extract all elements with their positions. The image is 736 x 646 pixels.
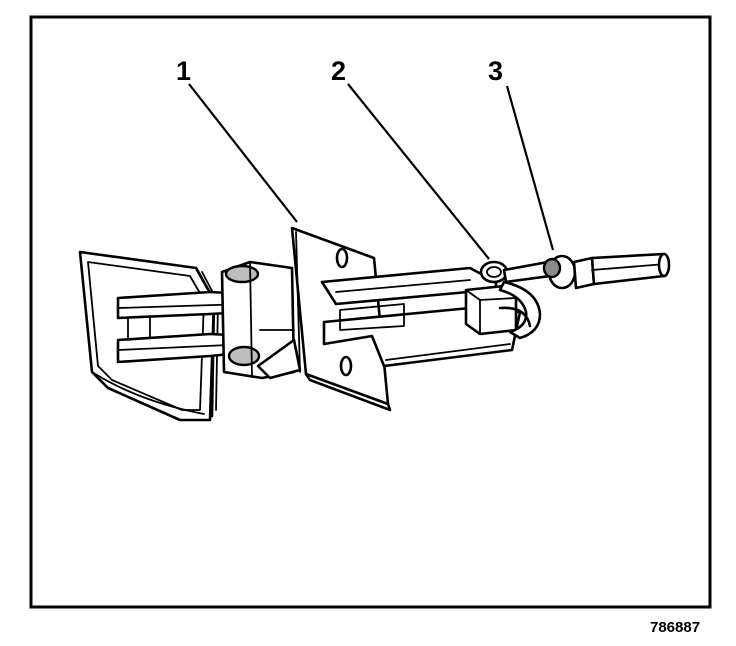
rod-cable xyxy=(502,252,671,290)
leader-line-3 xyxy=(505,85,555,251)
diagram-frame xyxy=(29,15,712,609)
leader-line-2 xyxy=(347,83,490,260)
callout-1: 1 xyxy=(176,56,191,86)
callout-3: 3 xyxy=(488,56,503,86)
callout-2: 2 xyxy=(331,56,346,86)
retainer-clip xyxy=(479,260,542,340)
figure-number: 786887 xyxy=(650,619,700,636)
leader-line-1 xyxy=(188,83,298,223)
extension-channel xyxy=(320,266,522,368)
barrel-housing xyxy=(220,260,302,380)
